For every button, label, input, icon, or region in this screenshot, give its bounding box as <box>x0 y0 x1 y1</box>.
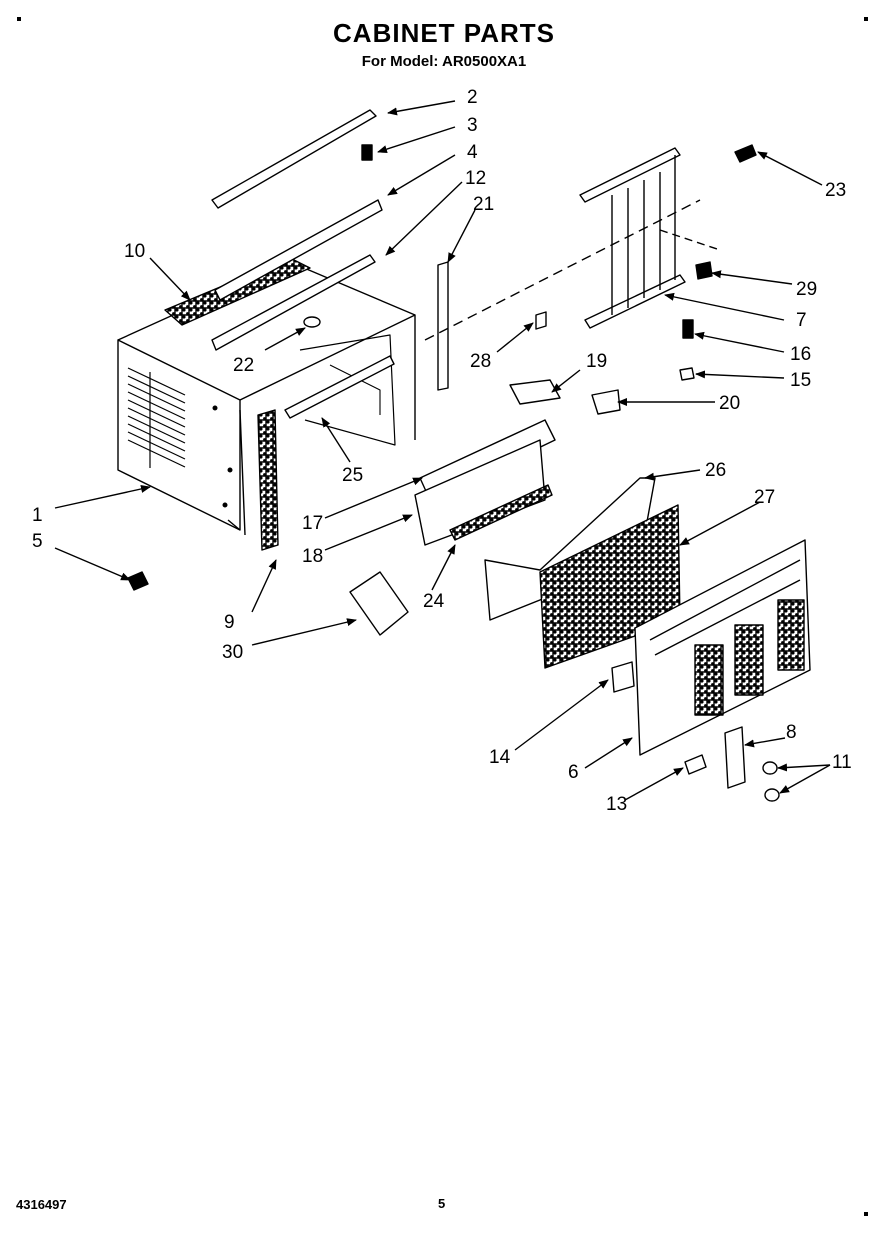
screw-5 <box>127 571 149 591</box>
callout-8: 8 <box>786 722 797 743</box>
callout-5: 5 <box>32 531 43 552</box>
callout-4: 4 <box>467 142 478 163</box>
top-channel-4 <box>214 199 383 301</box>
callout-3: 3 <box>467 115 478 136</box>
callout-2: 2 <box>467 87 478 108</box>
callout-30: 30 <box>222 642 244 663</box>
block-14 <box>611 661 635 693</box>
clip-20 <box>591 389 621 415</box>
front-grille-6 <box>634 539 811 756</box>
page-number: 5 <box>438 1196 446 1211</box>
registration-mark-bottom-right <box>864 1212 868 1216</box>
registration-mark-top-left <box>17 17 21 21</box>
callout-24: 24 <box>423 591 445 612</box>
callout-12: 12 <box>465 168 487 189</box>
mounting-bracket-30 <box>349 571 409 636</box>
screw-23 <box>734 144 757 163</box>
callout-21: 21 <box>473 194 495 215</box>
callout-25: 25 <box>342 465 364 486</box>
callout-18: 18 <box>302 546 324 567</box>
model-subtitle: For Model: AR0500XA1 <box>361 53 527 70</box>
callout-17: 17 <box>302 513 324 534</box>
damper-frame-18 <box>414 439 546 546</box>
callout-1: 1 <box>32 505 43 526</box>
callout-23: 23 <box>825 180 847 201</box>
callout-27: 27 <box>754 487 776 508</box>
callout-10: 10 <box>124 241 146 262</box>
callout-20: 20 <box>719 393 741 414</box>
page-title: CABINET PARTS <box>333 18 555 48</box>
filter-wire-26 <box>484 477 656 621</box>
cabinet-shell <box>117 261 416 536</box>
top-channel-12 <box>211 254 376 351</box>
side-bracket-21 <box>437 261 449 391</box>
callout-7: 7 <box>796 310 807 331</box>
callout-28: 28 <box>470 351 492 372</box>
callout-22: 22 <box>233 355 255 376</box>
callout-15: 15 <box>790 370 812 391</box>
top-channel-2 <box>211 109 377 209</box>
registration-mark-top-right <box>864 17 868 21</box>
callout-13: 13 <box>606 794 628 815</box>
rear-grille-7 <box>579 147 686 329</box>
cross-bar-25 <box>284 355 395 419</box>
callout-14: 14 <box>489 747 511 768</box>
callout-29: 29 <box>796 279 818 300</box>
callout-9: 9 <box>224 612 235 633</box>
strap-8 <box>724 726 746 789</box>
plug-22 <box>303 316 321 328</box>
callout-26: 26 <box>705 460 727 481</box>
knob-11b <box>764 788 780 802</box>
foam-24 <box>449 484 553 541</box>
block-13 <box>684 754 707 775</box>
document-part-number: 4316497 <box>16 1197 67 1212</box>
knob-11a <box>762 761 778 775</box>
top-foam-strip <box>164 257 311 326</box>
bracket-28 <box>535 311 547 330</box>
leader-lines <box>54 100 831 801</box>
callout-6: 6 <box>568 762 579 783</box>
clip-29 <box>695 261 713 280</box>
callout-19: 19 <box>586 351 608 372</box>
side-foam-9 <box>257 409 279 551</box>
clip-15 <box>679 367 695 381</box>
screw-3 <box>361 144 373 161</box>
callout-16: 16 <box>790 344 812 365</box>
bracket-19 <box>509 379 561 405</box>
callout-11: 11 <box>832 752 852 773</box>
screw-16 <box>682 319 694 339</box>
